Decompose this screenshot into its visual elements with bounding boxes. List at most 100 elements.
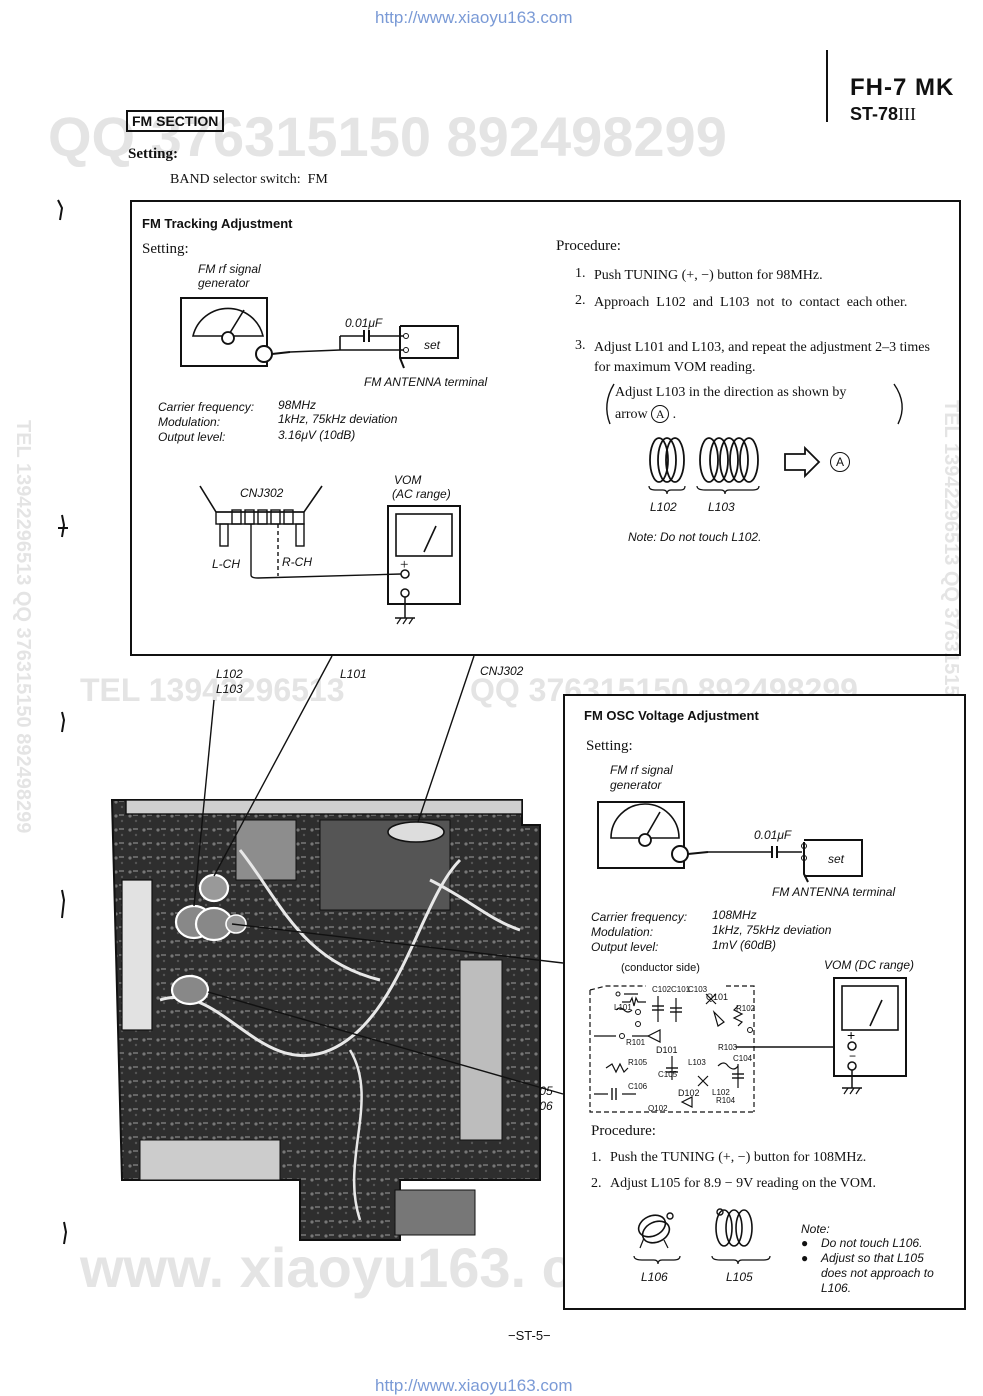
part-c102: C102: [652, 985, 672, 994]
osc-spec-value-2: 1mV (60dB): [712, 938, 777, 952]
osc-coils-diagram: [633, 1208, 771, 1265]
arrow-a-badge: A: [651, 405, 670, 423]
part-l103: L103: [688, 1058, 706, 1067]
part-c106: C106: [628, 1082, 648, 1091]
osc-step-num-1: 2.: [591, 1176, 602, 1191]
osc-note-bullet-1: ●: [801, 1251, 809, 1265]
part-d102: D102: [678, 1088, 700, 1098]
part-q102: Q102: [648, 1104, 668, 1113]
osc-board-schematic: [589, 985, 834, 1113]
part-r104: R104: [716, 1096, 736, 1105]
svg-text:−: −: [849, 1049, 856, 1063]
svg-text:+: +: [847, 1027, 855, 1043]
vom-plus-sign: +: [400, 557, 409, 573]
tracking-spec-key-2: Output level:: [158, 430, 226, 444]
part-c101: C101: [671, 985, 691, 994]
osc-step-num-0: 1.: [591, 1150, 602, 1165]
photo-label-l102: L102: [216, 667, 243, 681]
tracking-vom-diagram: [199, 485, 461, 625]
band-selector-text: BAND selector switch: FM: [170, 172, 328, 187]
part-r101: R101: [626, 1038, 646, 1047]
arrow-a-target: A: [830, 452, 850, 472]
osc-step-0: Push the TUNING (+, −) button for 108MHz…: [610, 1150, 867, 1165]
adjust-note-line-1: Adjust L103 in the direction as shown by: [615, 385, 847, 400]
osc-conductor-side: (conductor side): [621, 962, 700, 974]
part-l102: L102: [712, 1088, 730, 1097]
tracking-note: Note: Do not touch L102.: [628, 530, 762, 544]
tracking-step-num-0: 1.: [575, 266, 586, 281]
section-setting-label: Setting:: [128, 146, 178, 162]
osc-step-1: Adjust L105 for 8.9 − 9V reading on the …: [610, 1176, 876, 1191]
watermark-url-bottom: http://www.xiaoyu163.com: [375, 1376, 573, 1395]
osc-coil-l105: L105: [726, 1270, 753, 1284]
tracking-vom-label-1: VOM: [394, 473, 422, 487]
tracking-rch-label: R-CH: [282, 555, 312, 569]
tracking-coil-l103: L103: [708, 500, 735, 514]
tracking-step-1: Approach L102 and L103 not to contact ea…: [594, 295, 908, 310]
part-r105: R105: [628, 1058, 648, 1067]
part-c105: C105: [658, 1070, 678, 1079]
model-sub: ST-78III: [850, 104, 917, 124]
osc-coil-l106: L106: [641, 1270, 668, 1284]
adjust-note-brackets: [606, 383, 903, 425]
osc-title: FM OSC Voltage Adjustment: [584, 708, 759, 723]
tracking-step-0: Push TUNING (+, −) button for 98MHz.: [594, 268, 823, 283]
model-main: FH-7 MK: [850, 74, 955, 101]
osc-spec-key-2: Output level:: [591, 940, 659, 954]
osc-note-bullet-0: ●: [801, 1236, 809, 1250]
photo-label-l101: L101: [340, 667, 367, 681]
part-r103: R103: [718, 1043, 738, 1052]
watermark-url-top: http://www.xiaoyu163.com: [375, 8, 573, 27]
tracking-spec-key-0: Carrier frequency:: [158, 400, 255, 414]
osc-note-0: Do not touch L106.: [821, 1236, 923, 1250]
osc-spec-key-1: Modulation:: [591, 925, 654, 939]
osc-spec-key-0: Carrier frequency:: [591, 910, 688, 924]
tracking-coils-diagram: [648, 437, 821, 495]
tracking-spec-value-0: 98MHz: [278, 398, 317, 412]
tracking-spec-value-2: 3.16μV (10dB): [278, 428, 356, 442]
tracking-antenna-terminal: FM ANTENNA terminal: [364, 375, 488, 389]
osc-generator-diagram: [597, 801, 863, 883]
osc-generator-label-2: generator: [610, 778, 662, 792]
page-number: −ST-5−: [508, 1328, 551, 1343]
part-r102: R102: [736, 1004, 756, 1013]
watermark-tel-middle: TEL 13942296513: [80, 672, 345, 708]
part-d101: D101: [656, 1045, 678, 1055]
tracking-spec-key-1: Modulation:: [158, 415, 221, 429]
tracking-set-label: set: [424, 338, 441, 352]
tracking-vom-label-2: (AC range): [392, 487, 451, 501]
osc-set-label: set: [828, 852, 845, 866]
part-c103: C103: [688, 985, 708, 994]
tracking-setting-label: Setting:: [142, 241, 189, 257]
watermark-www-bottom: www. xiaoyu163. com: [80, 1236, 657, 1299]
osc-setting-label: Setting:: [586, 738, 633, 754]
osc-generator-label-1: FM rf signal: [610, 763, 673, 777]
osc-vom-meter: + −: [833, 977, 907, 1095]
section-title: FM SECTION: [126, 110, 225, 132]
osc-note-1: Adjust so that L105 does not approach to…: [821, 1251, 934, 1295]
tracking-generator-label-1: FM rf signal: [198, 262, 261, 276]
tracking-step-2: Adjust L101 and L103, and repeat the adj…: [594, 340, 930, 375]
part-l101: L101: [614, 1003, 632, 1012]
tracking-connector-label: CNJ302: [240, 486, 284, 500]
adjust-note-line-2: arrow A .: [615, 405, 677, 423]
photo-label-l103: L103: [216, 682, 243, 696]
tracking-procedure-label: Procedure:: [556, 238, 621, 254]
osc-vom-label: VOM (DC range): [824, 958, 915, 972]
tracking-step-num-2: 3.: [575, 338, 586, 353]
tracking-spec-value-1: 1kHz, 75kHz deviation: [278, 412, 398, 426]
photo-label-cnj302: CNJ302: [480, 664, 524, 678]
watermark-qq-top: QQ 376315150 892498299: [48, 105, 727, 168]
tracking-lch-label: L-CH: [212, 557, 241, 571]
osc-antenna-terminal: FM ANTENNA terminal: [772, 885, 896, 899]
tracking-title: FM Tracking Adjustment: [142, 216, 293, 231]
header-rule: [826, 50, 828, 122]
osc-spec-value-1: 1kHz, 75kHz deviation: [712, 923, 832, 937]
tracking-generator-diagram: [180, 297, 459, 369]
tracking-panel: [130, 200, 961, 656]
tracking-step-num-1: 2.: [575, 293, 586, 308]
osc-spec-value-0: 108MHz: [712, 908, 757, 922]
osc-procedure-label: Procedure:: [591, 1123, 656, 1139]
